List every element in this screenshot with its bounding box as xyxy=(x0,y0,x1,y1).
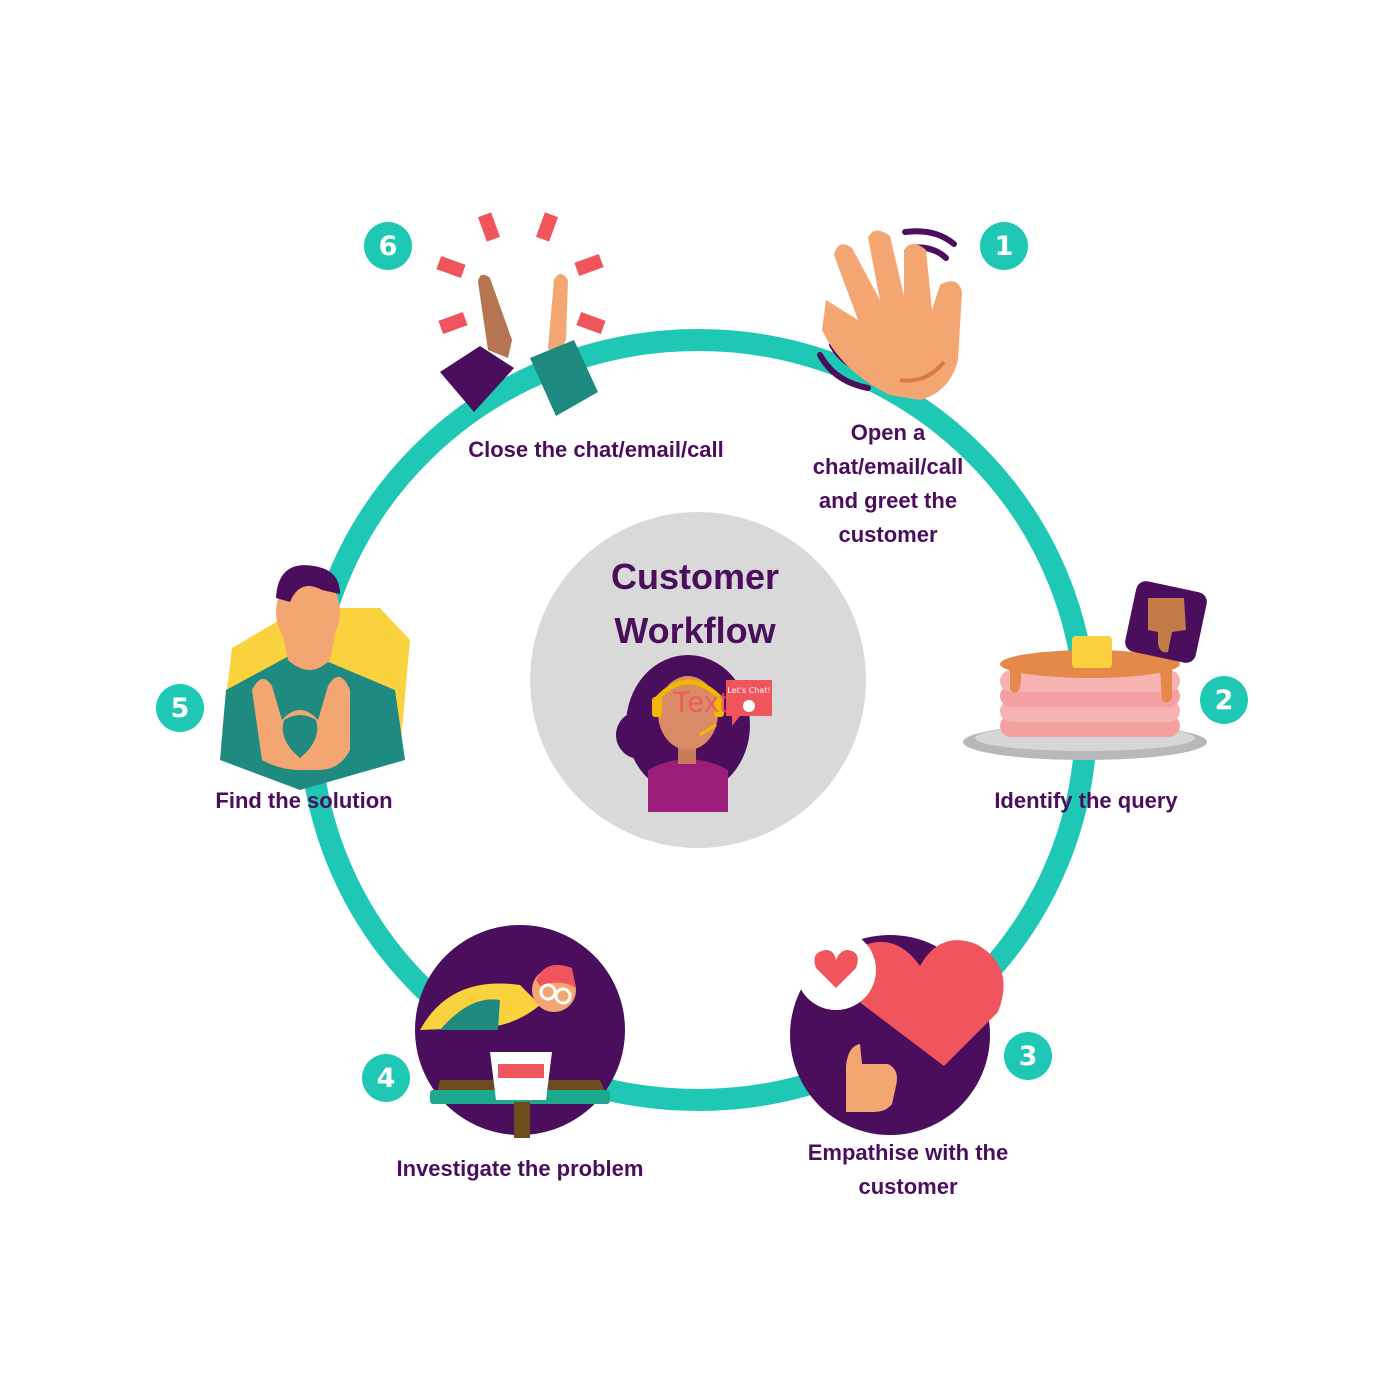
step-6-number-badge: 6 xyxy=(364,222,412,270)
step-4-label: Investigate the problem xyxy=(396,1156,644,1181)
step-2-label: Identify the query xyxy=(994,788,1178,813)
step-5-number-badge: 5 xyxy=(156,684,204,732)
waving-hand-icon xyxy=(817,228,962,400)
diagram-title: Customer Workflow xyxy=(560,550,830,658)
title-line-1: Customer xyxy=(610,556,780,597)
step-5-label: Find the solution xyxy=(215,788,393,813)
step-1-label: Open a chat/email/call and greet the cus… xyxy=(812,420,964,547)
pancakes-thumbs-down-icon xyxy=(963,581,1207,760)
step-3-label: Empathise with the customer xyxy=(807,1140,1009,1199)
title-line-2: Workflow xyxy=(614,610,776,651)
step-3-number-badge: 3 xyxy=(1004,1032,1052,1080)
person-inspecting-cup-icon xyxy=(415,925,625,1138)
support-agent-headset-icon xyxy=(616,655,750,812)
high-five-icon xyxy=(436,212,606,416)
step-1-number-badge: 1 xyxy=(980,222,1028,270)
step-4-number-badge: 4 xyxy=(362,1054,410,1102)
step-2-number-badge: 2 xyxy=(1200,676,1248,724)
chat-bubble-text: Let's Chat! xyxy=(727,686,770,695)
person-heart-hands-icon xyxy=(220,565,410,790)
center-watermark: Text xyxy=(672,686,728,719)
heart-thumbs-up-icon xyxy=(790,930,1004,1135)
step-6-label: Close the chat/email/call xyxy=(468,437,724,462)
chat-bubble-icon: Let's Chat! xyxy=(726,680,772,726)
